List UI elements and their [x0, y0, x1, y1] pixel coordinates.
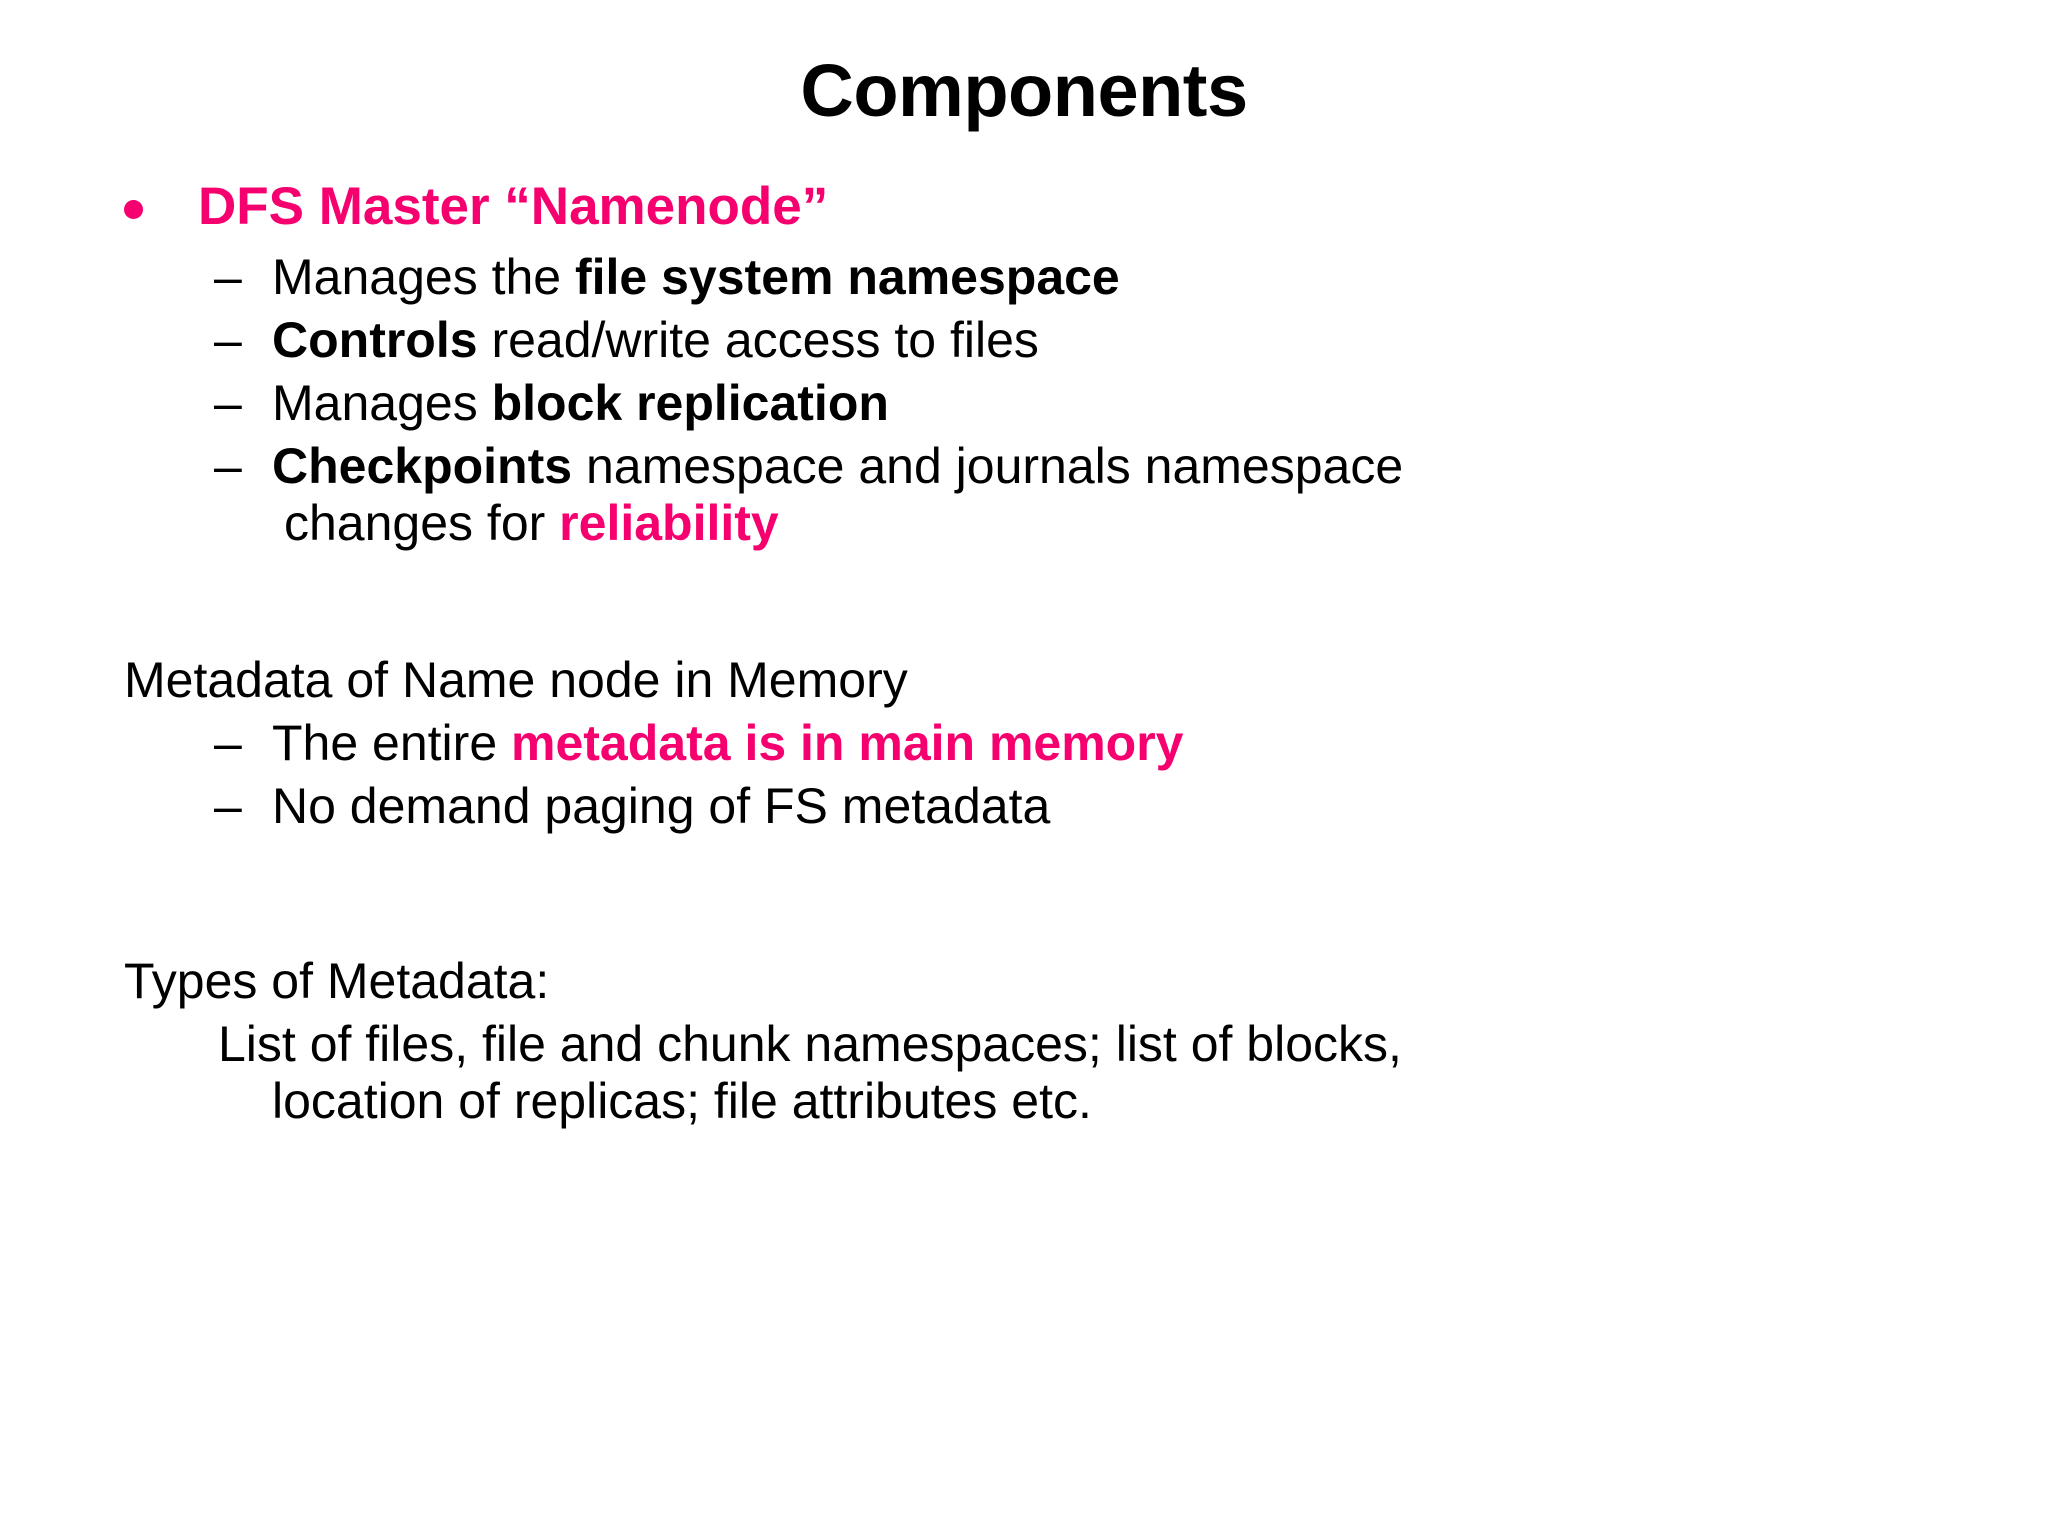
types-section-heading: Types of Metadata: [124, 953, 550, 1010]
dash-bullet-icon: – [214, 438, 242, 495]
slide-body: DFS Master “Namenode” – Manages the file… [0, 176, 2048, 1130]
dash-bullet-icon: – [214, 375, 242, 432]
spacer [0, 558, 2048, 652]
dash-bullet-icon: – [214, 715, 242, 772]
dash-bullet-icon: – [214, 312, 242, 369]
spacer [0, 841, 2048, 953]
bullet-dfs-master: DFS Master “Namenode” [0, 176, 2048, 237]
checkpoints-cont-prefix: changes for [284, 495, 560, 552]
main-memory-highlight: metadata is in main memory [511, 715, 1184, 772]
manages-namespace-prefix: Manages the [272, 249, 575, 306]
types-detail-line1: List of files, file and chunk namespaces… [218, 1016, 1402, 1073]
types-section-detail: List of files, file and chunk namespaces… [0, 1016, 2048, 1130]
block-replication-emphasis: block replication [491, 375, 889, 432]
dash-bullet-icon: – [214, 778, 242, 835]
controls-emphasis: Controls [272, 312, 478, 369]
bullet-manages-namespace: – Manages the file system namespace [0, 249, 2048, 306]
no-demand-paging-label: No demand paging of FS metadata [272, 778, 1051, 835]
metadata-section-heading: Metadata of Name node in Memory [124, 652, 908, 709]
round-bullet-dot-icon [124, 200, 143, 219]
bullet-entire-metadata: – The entire metadata is in main memory [0, 715, 2048, 772]
block-replication-prefix: Manages [272, 375, 492, 432]
checkpoints-middle: namespace and journals namespace [572, 438, 1404, 495]
reliability-highlight: reliability [559, 495, 779, 552]
bullet-checkpoints: – Checkpoints namespace and journals nam… [0, 438, 2048, 552]
bullet-controls-access: – Controls read/write access to files [0, 312, 2048, 369]
controls-suffix: read/write access to files [477, 312, 1039, 369]
entire-metadata-prefix: The entire [272, 715, 512, 772]
bullet-dfs-master-label: DFS Master “Namenode” [198, 177, 829, 236]
bullet-no-demand-paging: – No demand paging of FS metadata [0, 778, 2048, 835]
types-detail-line2: location of replicas; file attributes et… [272, 1073, 1092, 1130]
dash-bullet-icon: – [214, 249, 242, 306]
page-title: Components [800, 49, 1248, 132]
checkpoints-continuation: changes for reliability [272, 495, 2048, 552]
bullet-block-replication: – Manages block replication [0, 375, 2048, 432]
checkpoints-emphasis: Checkpoints [272, 438, 573, 495]
manages-namespace-emphasis: file system namespace [574, 249, 1120, 306]
